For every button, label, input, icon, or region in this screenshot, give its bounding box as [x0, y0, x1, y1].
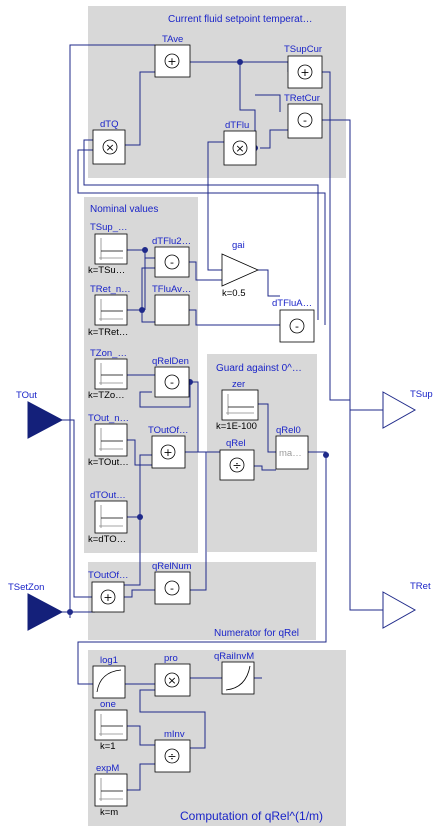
block-mInv[interactable]: ÷ mInv — [154, 729, 191, 773]
svg-text:×: × — [167, 674, 176, 687]
block-TSup-nominal-param: k=TSu… — [88, 265, 125, 276]
block-TOutOf1-label: TOutOf… — [148, 425, 188, 436]
block-TRet-nominal-param: k=TRet… — [88, 327, 128, 338]
block-log1[interactable]: log1 — [92, 655, 126, 699]
group-setpoint-bg — [88, 6, 346, 178]
block-TSupCur[interactable]: + TSupCur — [284, 44, 323, 89]
block-dTFluA[interactable]: - dTFluA… — [272, 298, 315, 343]
block-TAve-label: TAve — [162, 34, 183, 45]
svg-text:×: × — [235, 142, 244, 155]
block-qRelNum[interactable]: - qRelNum — [152, 561, 192, 605]
block-TSup-nominal[interactable]: TSup_… k=TSu… — [88, 222, 128, 276]
svg-text:-: - — [303, 114, 307, 127]
group-computation-bg — [88, 650, 346, 826]
block-one[interactable]: one k=1 — [94, 699, 128, 752]
block-TZon-nominal-param: k=TZo… — [88, 390, 125, 401]
block-zer-param: k=1E-100 — [216, 421, 257, 432]
block-pro-label: pro — [164, 653, 178, 664]
block-TRetCur[interactable]: - TRetCur — [284, 93, 323, 139]
svg-text:-: - — [295, 320, 299, 333]
block-gai-label: gai — [232, 240, 245, 251]
input-port-TOut-label: TOut — [16, 390, 37, 401]
block-dTOut-nominal-param: k=dTO… — [88, 534, 126, 545]
block-TSup-nominal-label: TSup_… — [90, 222, 128, 233]
block-expM[interactable]: expM k=m — [94, 763, 128, 818]
block-TSupCur-label: TSupCur — [284, 44, 322, 55]
block-dTFlu2[interactable]: - dTFlu2… — [152, 236, 191, 278]
block-qRelDen-label: qRelDen — [152, 356, 189, 367]
group-numerator-bg — [88, 562, 316, 640]
block-qRaiInvM-label: qRaiInvM — [214, 651, 254, 662]
block-dTOut-nominal-label: dTOut… — [90, 490, 126, 501]
block-qRel[interactable]: ÷ qRel — [219, 438, 255, 481]
output-port-TSup[interactable]: TSup — [382, 389, 433, 429]
block-qRel-label: qRel — [226, 438, 246, 449]
block-one-label: one — [100, 699, 116, 710]
svg-text:×: × — [105, 141, 114, 154]
input-port-TSetZon-label: TSetZon — [8, 582, 44, 593]
block-dTFlu-label: dTFlu — [225, 120, 249, 131]
block-expM-param: k=m — [100, 807, 118, 818]
svg-text:-: - — [170, 376, 174, 389]
input-port-TOut[interactable]: TOut — [16, 390, 64, 439]
block-TOut-nominal-param: k=TOut… — [88, 457, 129, 468]
block-TRet-nominal-label: TRet_n… — [90, 284, 131, 295]
block-log1-label: log1 — [100, 655, 118, 666]
block-dTQ[interactable]: × dTQ — [92, 119, 126, 165]
block-qRel0-label: qRel0 — [276, 425, 301, 436]
group-computation-title: Computation of qRel^(1/m) — [180, 809, 323, 823]
block-one-param: k=1 — [100, 741, 116, 752]
output-port-TRet-label: TRet — [410, 581, 431, 592]
block-qRelNum-label: qRelNum — [152, 561, 192, 572]
block-zer-label: zer — [232, 379, 245, 390]
output-port-TRet[interactable]: TRet — [382, 581, 431, 629]
svg-text:-: - — [170, 256, 174, 269]
block-TRetCur-label: TRetCur — [284, 93, 320, 104]
block-dTQ-label: dTQ — [100, 119, 118, 130]
block-qRel0[interactable]: ma… qRel0 — [275, 425, 309, 470]
svg-text:÷: ÷ — [232, 459, 241, 472]
block-mInv-label: mInv — [164, 729, 185, 740]
block-TFluAv[interactable]: TFluAv… — [152, 284, 191, 326]
block-dTFluA-label: dTFluA… — [272, 298, 312, 309]
block-dTFlu[interactable]: × dTFlu — [223, 120, 257, 166]
block-TZon-nominal-label: TZon_… — [90, 348, 127, 359]
group-guard-title: Guard against 0^… — [216, 363, 302, 374]
block-gai[interactable]: gai k=0.5 — [221, 240, 259, 299]
svg-text:-: - — [170, 582, 174, 595]
block-qRelDen[interactable]: - qRelDen — [152, 356, 190, 398]
block-TOutOf2[interactable]: + TOutOf… — [88, 570, 128, 613]
svg-text:+: + — [167, 55, 176, 68]
svg-text:+: + — [163, 446, 172, 459]
block-dTOut-nominal[interactable]: dTOut… k=dTO… — [88, 490, 128, 545]
block-TOut-nominal[interactable]: TOut_n… k=TOut… — [88, 413, 129, 468]
group-setpoint-title: Current fluid setpoint temperat… — [168, 14, 313, 25]
block-TAve[interactable]: + TAve — [154, 34, 191, 78]
block-dTFlu2-label: dTFlu2… — [152, 236, 191, 247]
svg-text:+: + — [103, 591, 112, 604]
svg-text:+: + — [300, 66, 309, 79]
input-port-TSetZon[interactable]: TSetZon — [8, 582, 64, 631]
block-TFluAv-label: TFluAv… — [152, 284, 191, 295]
svg-text:÷: ÷ — [167, 750, 176, 763]
block-gai-param: k=0.5 — [222, 288, 246, 299]
group-nominal-title: Nominal values — [90, 204, 158, 215]
connection-wires — [62, 44, 383, 791]
block-TOut-nominal-label: TOut_n… — [88, 413, 129, 424]
block-TRet-nominal[interactable]: TRet_n… k=TRet… — [88, 284, 131, 338]
group-numerator-title: Numerator for qRel — [214, 628, 299, 639]
block-TOutOf2-label: TOutOf… — [88, 570, 128, 581]
block-zer[interactable]: zer k=1E-100 — [216, 379, 259, 432]
output-port-TSup-label: TSup — [410, 389, 433, 400]
block-pro[interactable]: × pro — [154, 653, 191, 697]
block-TZon-nominal[interactable]: TZon_… k=TZo… — [88, 348, 128, 401]
block-qRel0-inner: ma… — [279, 448, 302, 459]
block-expM-label: expM — [96, 763, 119, 774]
block-qRaiInvM[interactable]: qRaiInvM — [214, 651, 255, 695]
block-TOutOf1[interactable]: + TOutOf… — [148, 425, 188, 469]
